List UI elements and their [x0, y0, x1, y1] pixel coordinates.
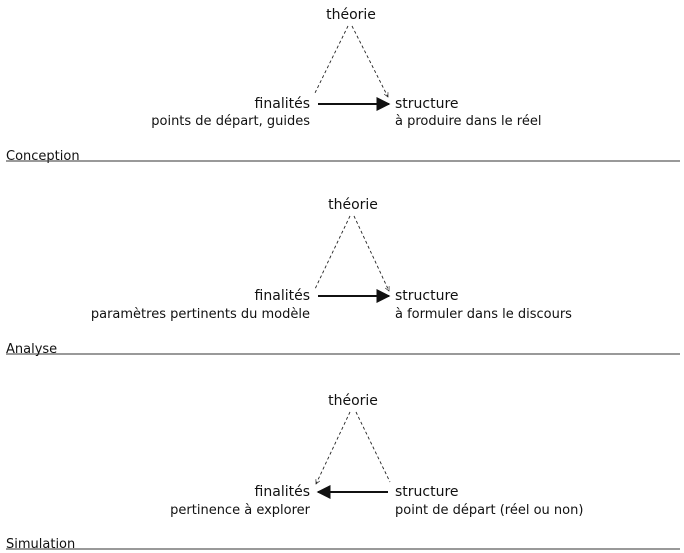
- section-label-analyse: Analyse: [6, 342, 57, 357]
- finalites-description: pertinence à explorer: [170, 503, 310, 518]
- section-conception: théorie finalités points de départ, guid…: [6, 7, 680, 164]
- node-finalites: finalités: [255, 288, 310, 304]
- section-analyse: théorie finalités paramètres pertinents …: [6, 197, 680, 357]
- node-finalites: finalités: [255, 96, 310, 112]
- dashed-arrow-theorie-to-finalites: [316, 411, 351, 484]
- section-label-conception: Conception: [6, 149, 80, 164]
- finalites-description: points de départ, guides: [151, 114, 310, 129]
- section-label-simulation: Simulation: [6, 537, 75, 552]
- node-finalites: finalités: [255, 484, 310, 500]
- node-theorie: théorie: [328, 197, 378, 213]
- dashed-edge-theorie-to-finalites: [314, 215, 351, 290]
- node-theorie: théorie: [326, 7, 376, 23]
- node-structure: structure: [395, 288, 459, 304]
- node-theorie: théorie: [328, 393, 378, 409]
- node-structure: structure: [395, 484, 459, 500]
- section-simulation: théorie finalités pertinence à explorer …: [6, 393, 680, 552]
- finalites-description: paramètres pertinents du modèle: [91, 307, 310, 322]
- structure-description: à produire dans le réel: [395, 114, 541, 129]
- structure-description: à formuler dans le discours: [395, 307, 572, 322]
- dashed-edge-theorie-to-finalites: [313, 25, 349, 96]
- dashed-arrow-theorie-to-structure: [353, 215, 389, 291]
- dashed-edge-theorie-to-structure: [355, 411, 391, 483]
- structure-description: point de départ (réel ou non): [395, 503, 583, 518]
- dashed-arrow-theorie-to-structure: [351, 25, 389, 97]
- node-structure: structure: [395, 96, 459, 112]
